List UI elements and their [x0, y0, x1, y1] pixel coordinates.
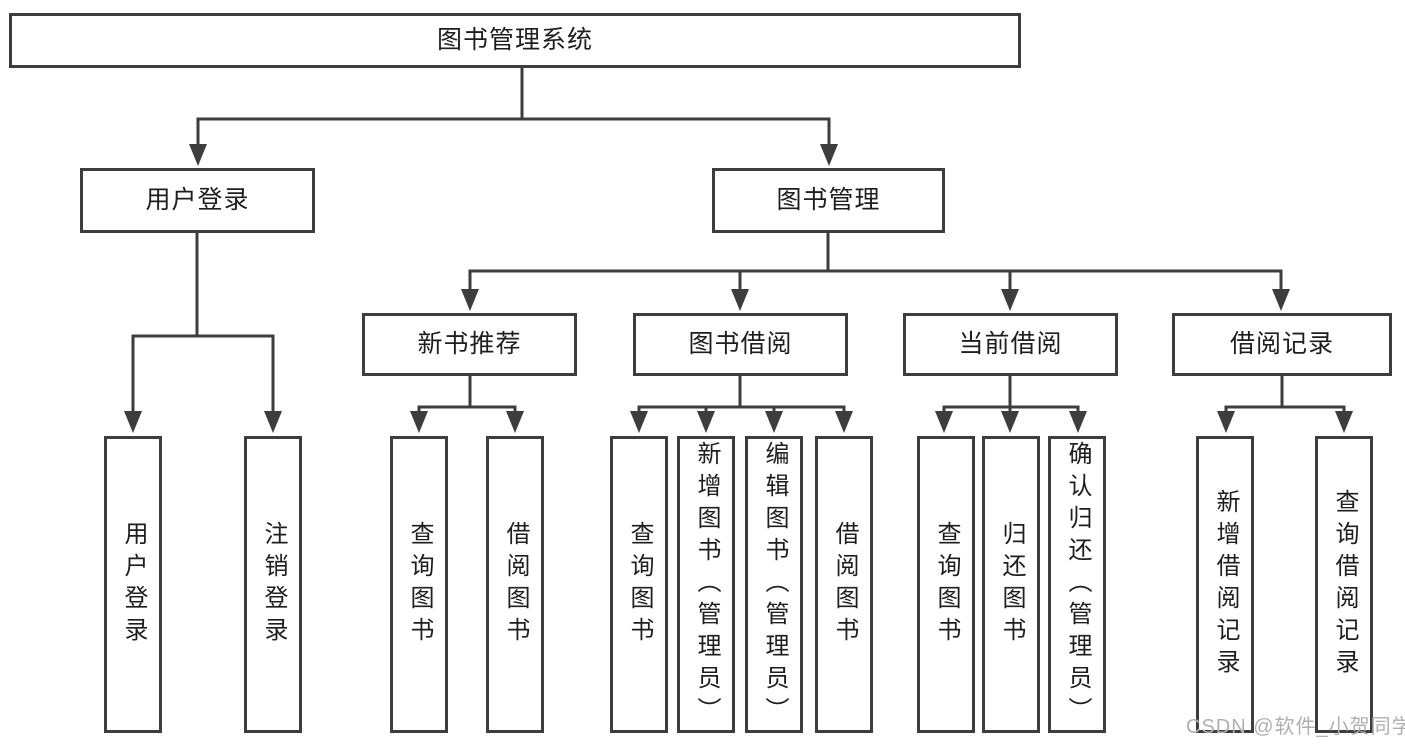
- node-book-management-module: 图书管理: [712, 168, 945, 233]
- leaf-logout: 注销登录: [244, 436, 302, 733]
- leaf-add-book-admin: 新增图书（管理员）: [677, 436, 735, 733]
- leaf-user-login: 用户登录: [104, 436, 162, 733]
- leaf-query-books-recommend: 查询图书: [390, 436, 448, 733]
- leaf-query-books-borrow: 查询图书: [610, 436, 668, 733]
- leaf-return-books: 归还图书: [982, 436, 1040, 733]
- leaf-edit-book-admin: 编辑图书（管理员）: [745, 436, 803, 733]
- leaf-borrow-books: 借阅图书: [815, 436, 873, 733]
- leaf-add-borrow-record: 新增借阅记录: [1196, 436, 1254, 733]
- watermark: CSDN @软件_小贺同学: [1186, 716, 1405, 738]
- node-user-login-module: 用户登录: [80, 168, 315, 233]
- node-current-borrow: 当前借阅: [903, 313, 1118, 376]
- leaf-query-borrow-record: 查询借阅记录: [1315, 436, 1373, 733]
- leaf-borrow-books-recommend: 借阅图书: [486, 436, 544, 733]
- leaf-query-books-current: 查询图书: [917, 436, 975, 733]
- node-new-book-recommend: 新书推荐: [362, 313, 577, 376]
- node-book-borrow: 图书借阅: [633, 313, 848, 376]
- leaf-confirm-return-admin: 确认归还（管理员）: [1048, 436, 1106, 733]
- node-borrow-records: 借阅记录: [1172, 313, 1392, 376]
- node-root-system: 图书管理系统: [9, 13, 1021, 68]
